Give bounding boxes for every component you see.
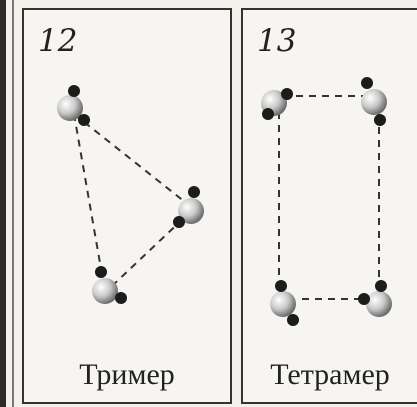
hydrogen-bonds <box>278 95 380 300</box>
hydrogen-atom <box>374 114 386 126</box>
hydrogen-atom <box>275 280 287 292</box>
water-molecule <box>358 280 392 317</box>
panel-number: 13 <box>257 23 297 59</box>
hydrogen-bond-line <box>111 215 187 287</box>
hydrogen-atom <box>95 266 107 278</box>
oxygen-atom <box>92 278 118 304</box>
hydrogen-atom <box>375 280 387 292</box>
hydrogen-bond-line <box>73 113 105 287</box>
hydrogen-bonds <box>73 113 191 287</box>
left-edge-bar <box>0 0 6 407</box>
panel-caption: Тетрамер <box>270 358 390 391</box>
oxygen-atom <box>270 291 296 317</box>
trimer-panel: 12 <box>22 8 232 404</box>
hydrogen-atom <box>188 186 200 198</box>
tetramer-molecule-diagram <box>261 77 392 326</box>
oxygen-atom <box>57 95 83 121</box>
hydrogen-bond-line <box>73 113 191 207</box>
oxygen-atom <box>366 291 392 317</box>
oxygen-atom <box>178 198 204 224</box>
water-molecule <box>270 280 299 326</box>
hydrogen-atom <box>287 314 299 326</box>
panel-caption: Тример <box>79 358 175 391</box>
hydrogen-atom <box>262 108 274 120</box>
hydrogen-atom <box>173 216 185 228</box>
hydrogen-atom <box>68 85 80 97</box>
hydrogen-atom <box>281 88 293 100</box>
left-edge-line <box>12 0 14 407</box>
hydrogen-atom <box>78 114 90 126</box>
hydrogen-atom <box>361 77 373 89</box>
tetramer-panel: 13 <box>241 8 417 404</box>
oxygen-atom <box>361 89 387 115</box>
hydrogen-atom <box>358 293 370 305</box>
panel-number: 12 <box>38 23 78 59</box>
water-molecule <box>361 77 387 126</box>
water-molecule <box>92 266 127 304</box>
water-molecule <box>57 85 90 126</box>
hydrogen-atom <box>115 292 127 304</box>
water-molecule <box>261 88 293 120</box>
water-molecule <box>173 186 204 228</box>
trimer-molecule-diagram <box>57 85 204 304</box>
